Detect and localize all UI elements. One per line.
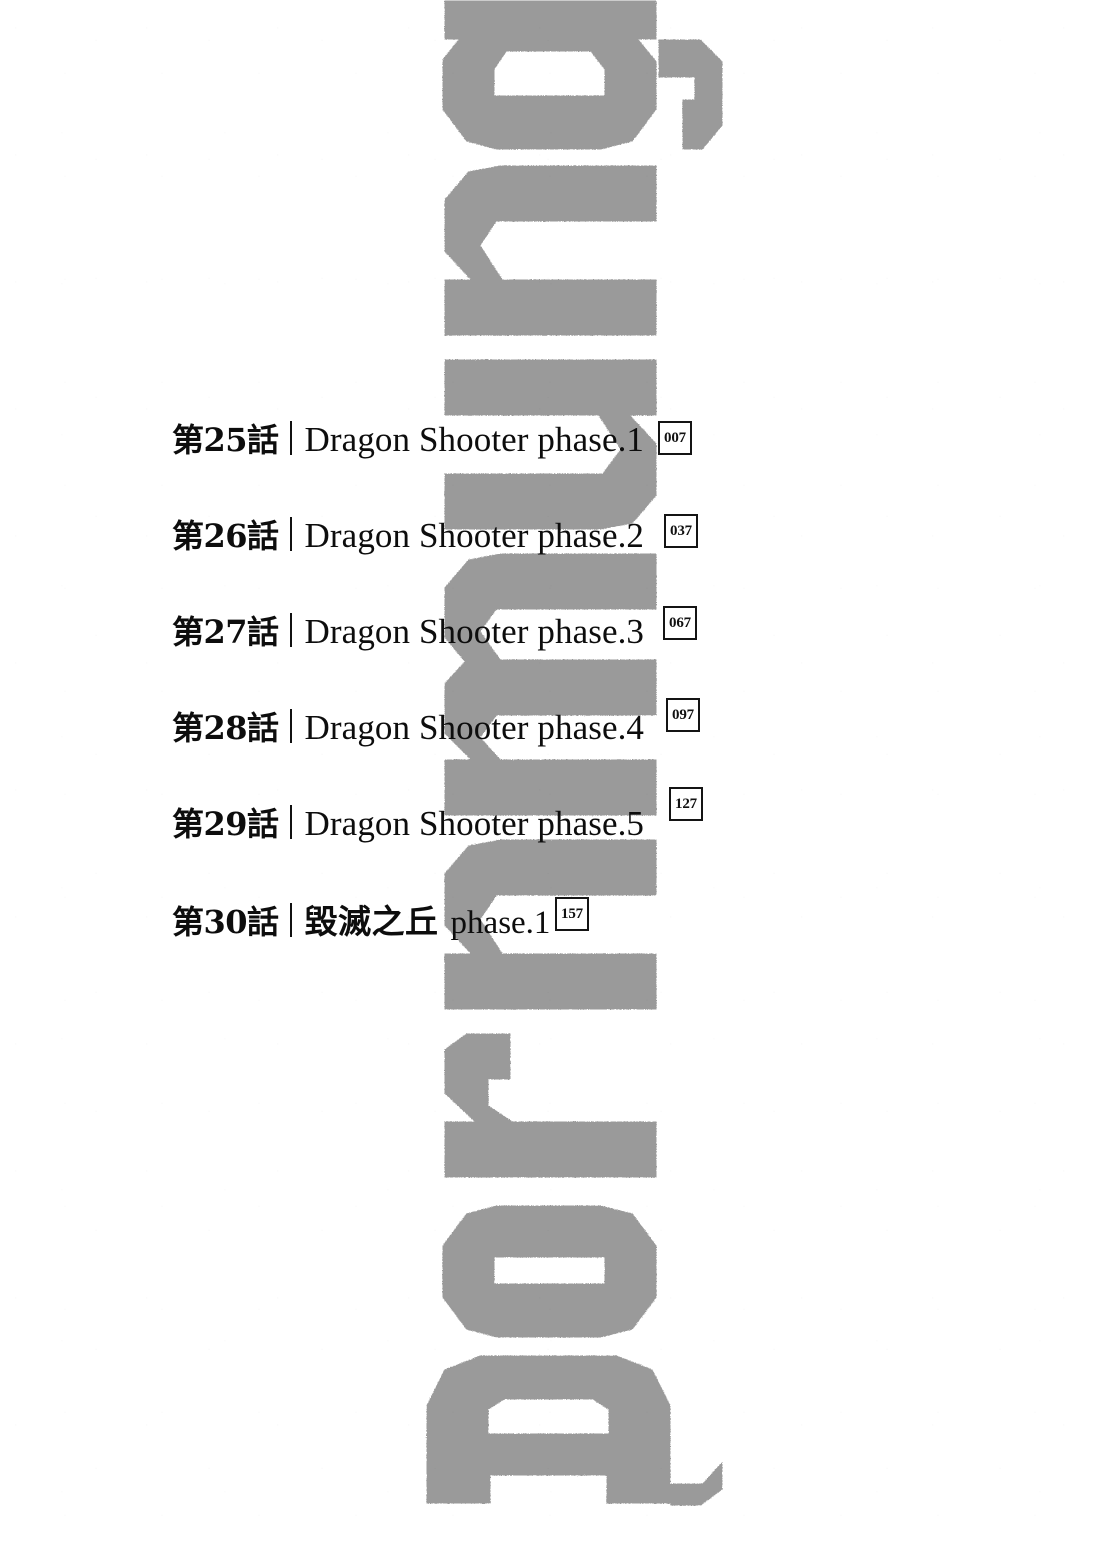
episode-title-latin: phase.1 bbox=[450, 905, 551, 941]
toc-entry-text: 第27話 Dragon Shooter phase.3 bbox=[172, 607, 644, 653]
toc-entry[interactable]: 第28話 Dragon Shooter phase.4 097 bbox=[172, 698, 732, 799]
toc-entry-text: 第28話 Dragon Shooter phase.4 bbox=[172, 703, 644, 749]
toc-entry[interactable]: 第26話 Dragon Shooter phase.2 037 bbox=[172, 511, 732, 607]
toc-entry[interactable]: 第30話 毀滅之丘 phase.1 157 bbox=[172, 895, 732, 991]
page-number-box[interactable]: 097 bbox=[666, 698, 700, 732]
separator-bar bbox=[289, 903, 292, 937]
separator-bar bbox=[289, 421, 292, 455]
page-number-box[interactable]: 157 bbox=[555, 897, 589, 931]
page-number-box[interactable]: 127 bbox=[669, 787, 703, 821]
toc-entry-text: 第29話 Dragon Shooter phase.5 bbox=[172, 799, 644, 845]
episode-title: 毀滅之丘 phase.1 bbox=[305, 895, 551, 943]
toc-entry-text: 第25話 Dragon Shooter phase.1 bbox=[172, 415, 644, 461]
page-number: 007 bbox=[664, 429, 686, 446]
separator-bar bbox=[289, 517, 292, 551]
episode-number: 第28話 bbox=[172, 709, 279, 747]
toc-entry-text: 第30話 毀滅之丘 phase.1 bbox=[172, 895, 550, 943]
toc-entry[interactable]: 第25話 Dragon Shooter phase.1 007 bbox=[172, 415, 732, 511]
episode-title: Dragon Shooter phase.4 bbox=[304, 708, 645, 747]
episode-title: Dragon Shooter phase.1 bbox=[304, 420, 645, 459]
episode-number: 第25話 bbox=[172, 421, 279, 459]
episode-title: Dragon Shooter phase.5 bbox=[304, 804, 645, 843]
page-number: 097 bbox=[672, 706, 694, 723]
page-number-box[interactable]: 067 bbox=[663, 606, 697, 640]
episode-title-cjk: 毀滅之丘 bbox=[304, 902, 439, 941]
episode-number: 第27話 bbox=[172, 613, 279, 651]
page-number-box[interactable]: 007 bbox=[658, 421, 692, 455]
episode-title: Dragon Shooter phase.2 bbox=[304, 516, 645, 555]
episode-number: 第26話 bbox=[172, 517, 279, 555]
page-number: 067 bbox=[669, 614, 691, 631]
episode-title: Dragon Shooter phase.3 bbox=[304, 612, 645, 651]
toc-entry[interactable]: 第27話 Dragon Shooter phase.3 067 bbox=[172, 606, 732, 703]
page-number: 037 bbox=[670, 522, 692, 539]
separator-bar bbox=[289, 805, 292, 839]
toc-entry-text: 第26話 Dragon Shooter phase.2 bbox=[172, 511, 644, 557]
episode-number: 第30話 bbox=[172, 903, 279, 941]
page-number: 127 bbox=[675, 795, 697, 812]
toc-entry[interactable]: 第29話 Dragon Shooter phase.5 127 bbox=[172, 787, 732, 895]
separator-bar bbox=[289, 709, 292, 743]
page-number-box[interactable]: 037 bbox=[664, 514, 698, 548]
table-of-contents: 第25話 Dragon Shooter phase.1 007 第26話 Dra… bbox=[172, 415, 732, 991]
separator-bar bbox=[289, 613, 292, 647]
episode-number: 第29話 bbox=[172, 805, 279, 843]
page-number: 157 bbox=[561, 905, 583, 922]
